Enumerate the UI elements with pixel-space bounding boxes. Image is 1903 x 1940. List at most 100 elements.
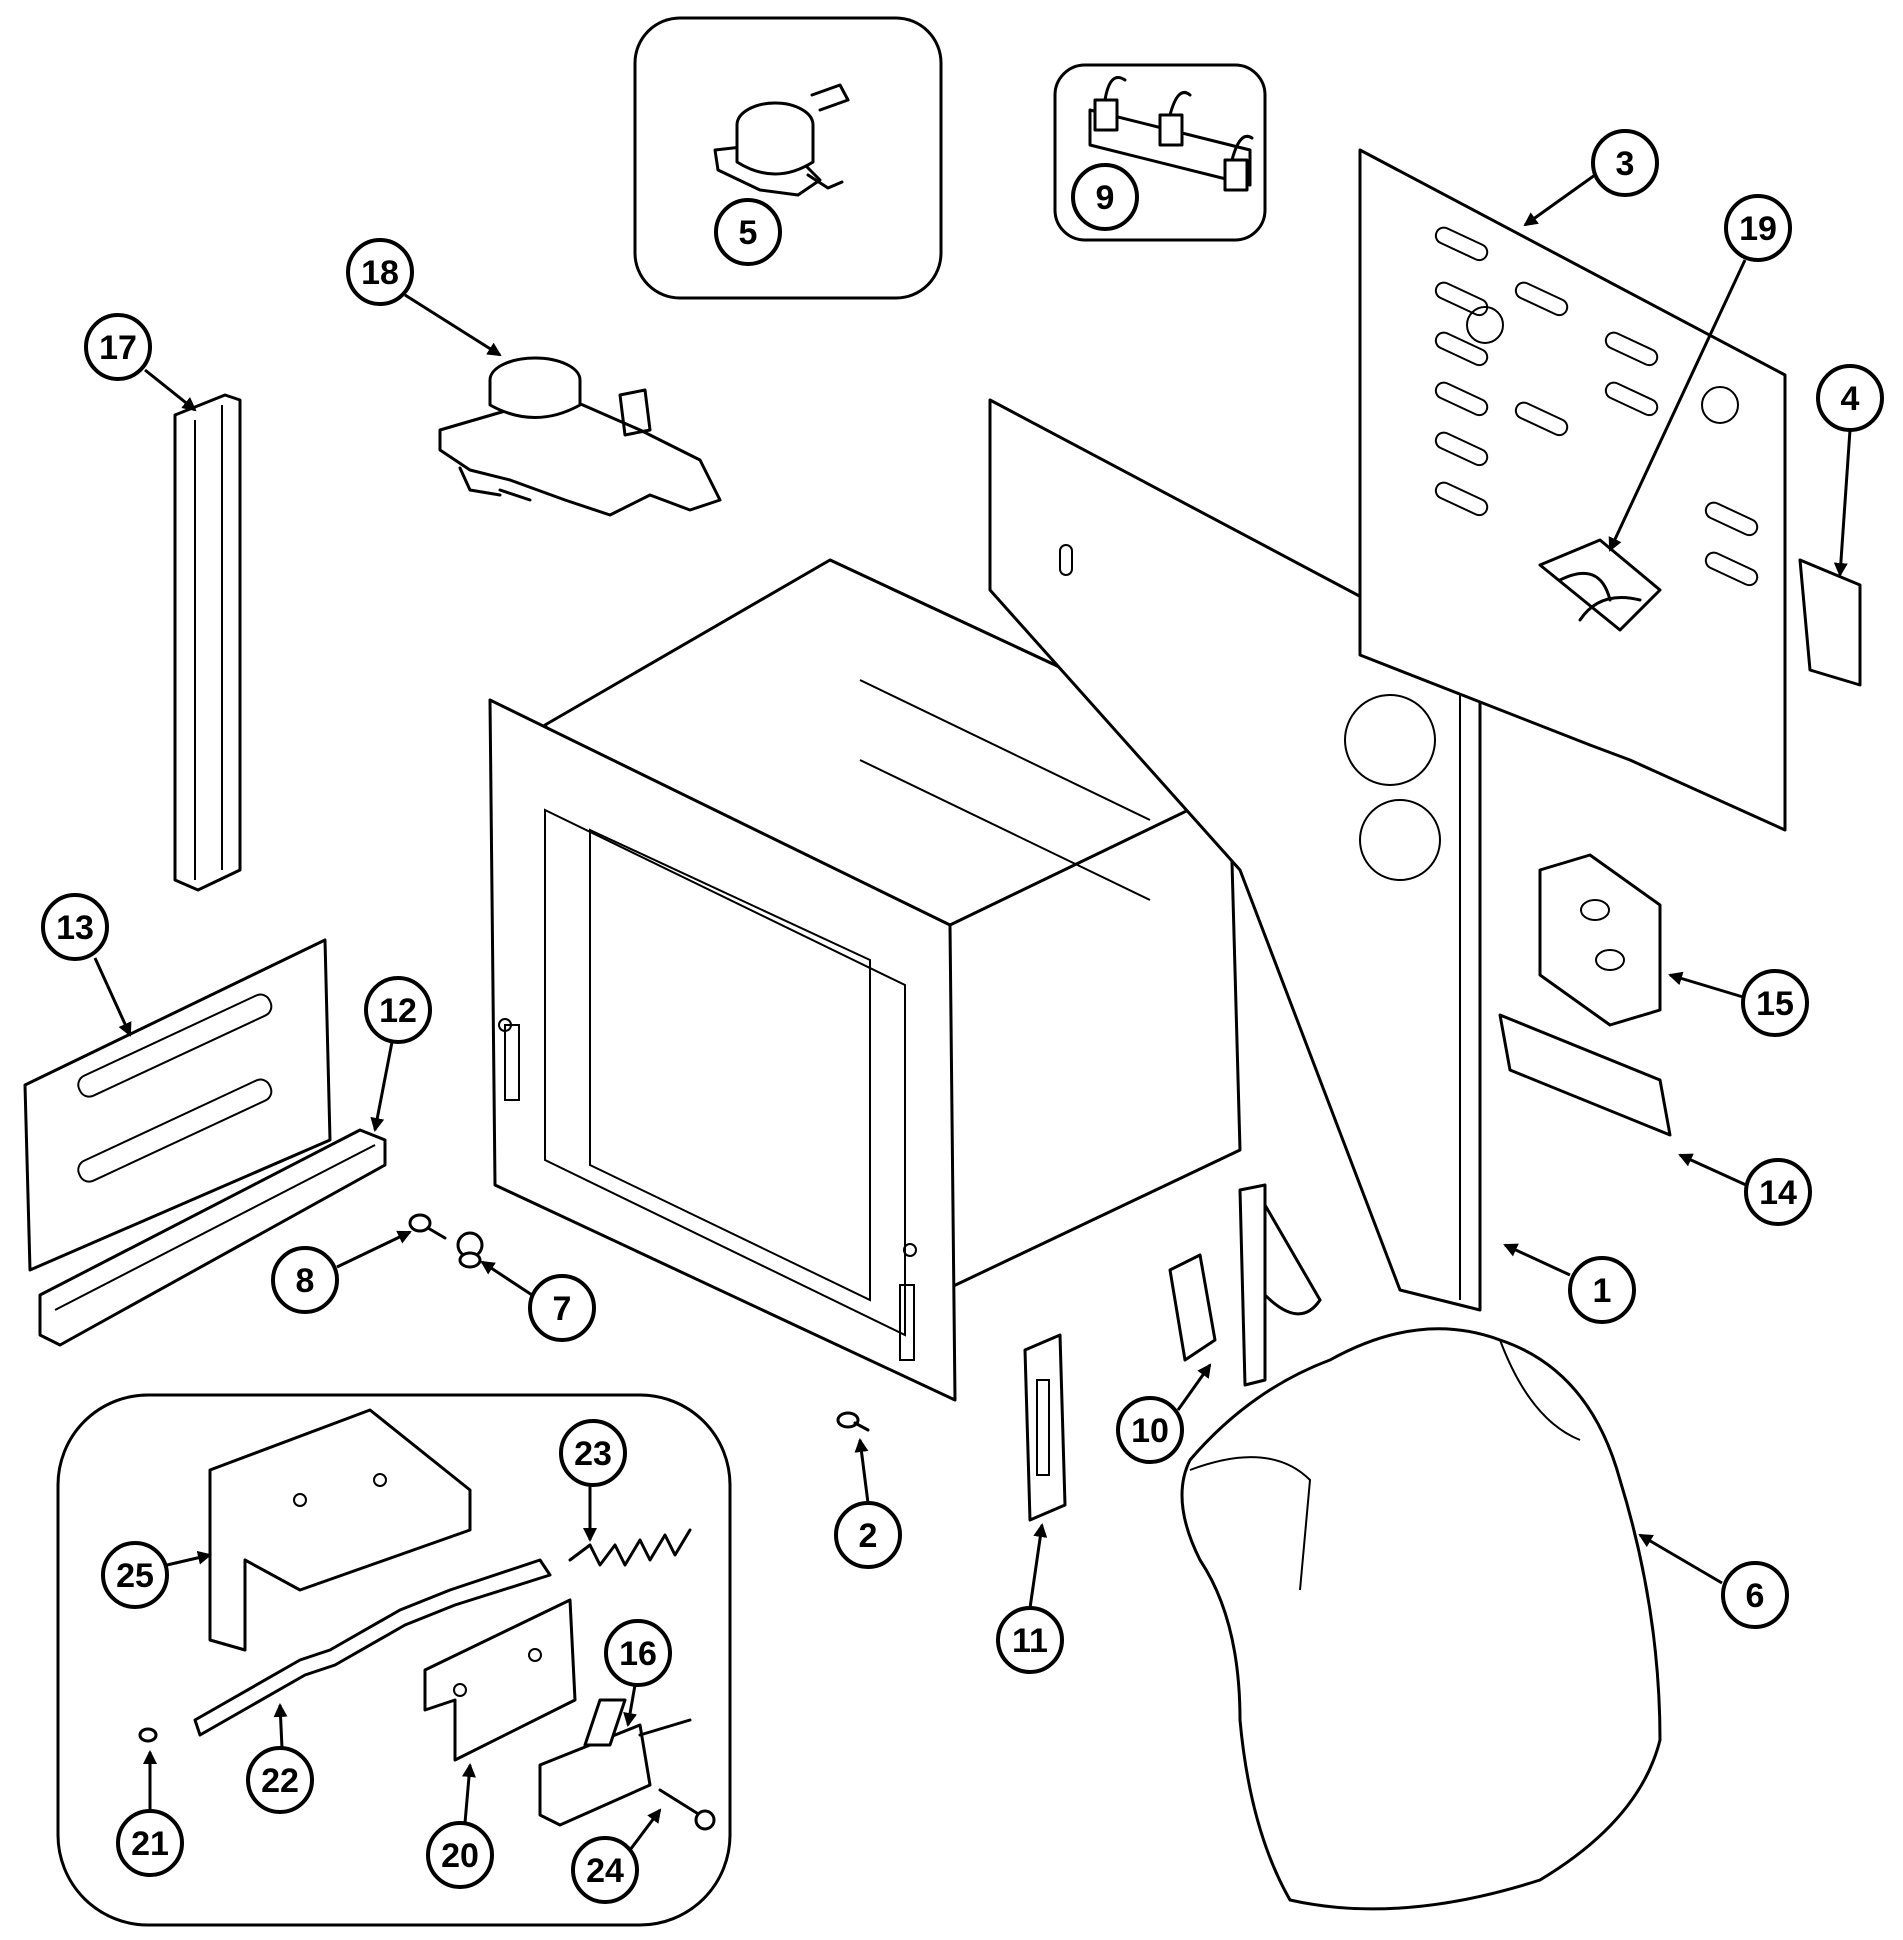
- callout-label-22: 22: [261, 1762, 299, 1800]
- callout-label-11: 11: [1012, 1622, 1048, 1660]
- callout-9: 9: [1071, 163, 1139, 231]
- leader-line-2: [854, 1438, 870, 1504]
- leader-line-14: [1678, 1153, 1747, 1187]
- callout-14: 14: [1744, 1158, 1812, 1226]
- leader-line-24: [628, 1808, 662, 1851]
- leader-line-13: [93, 957, 132, 1037]
- callout-label-5: 5: [739, 214, 758, 252]
- callout-circle-15: [1741, 969, 1809, 1037]
- callout-circle-14: [1744, 1158, 1812, 1226]
- callout-label-25: 25: [116, 1557, 154, 1595]
- callout-circle-5: [714, 198, 782, 266]
- leader-line-18: [404, 293, 502, 357]
- callout-circle-6: [1721, 1561, 1789, 1629]
- callout-label-13: 13: [56, 909, 94, 947]
- leader-line-10: [1176, 1363, 1212, 1411]
- callout-label-2: 2: [859, 1517, 878, 1555]
- leader-line-4: [1833, 429, 1852, 577]
- callout-label-15: 15: [1756, 985, 1794, 1023]
- inset-box-part-9: [1053, 63, 1267, 242]
- part-5-thermostat: [713, 83, 850, 197]
- callout-13: 13: [41, 893, 109, 961]
- callout-11: 11: [996, 1606, 1064, 1674]
- callout-label-4: 4: [1841, 380, 1860, 418]
- part-10-latch-hook: [1168, 1183, 1322, 1387]
- callout-circle-11: [996, 1606, 1064, 1674]
- callout-label-23: 23: [574, 1435, 612, 1473]
- part-19-convection-fan: [1538, 538, 1662, 632]
- callout-22: 22: [246, 1746, 314, 1814]
- callout-label-12: 12: [379, 992, 417, 1030]
- callout-circle-17: [84, 313, 152, 381]
- part-22-latch-rod: [193, 1558, 552, 1737]
- callout-circle-10: [1116, 1396, 1184, 1464]
- callout-2: 2: [834, 1501, 902, 1569]
- callout-circle-13: [41, 893, 109, 961]
- leader-line-19: [1608, 259, 1747, 552]
- callout-label-16: 16: [619, 1635, 657, 1673]
- callout-circle-21: [116, 1809, 184, 1877]
- callout-circle-9: [1071, 163, 1139, 231]
- part-3-rear-cover: [1358, 148, 1787, 832]
- callout-4: 4: [1816, 364, 1884, 432]
- callout-label-8: 8: [296, 1262, 315, 1300]
- callout-16: 16: [604, 1619, 672, 1687]
- callout-label-10: 10: [1131, 1412, 1169, 1450]
- callout-circle-24: [571, 1836, 639, 1904]
- leader-line-25: [166, 1550, 212, 1567]
- callout-label-19: 19: [1739, 210, 1777, 248]
- leader-line-15: [1668, 971, 1744, 999]
- part-20-plate: [423, 1598, 577, 1762]
- callout-circle-20: [426, 1821, 494, 1889]
- callout-circle-2: [834, 1501, 902, 1569]
- leader-line-12: [370, 1041, 394, 1132]
- part-18-motor-bracket: [438, 356, 722, 517]
- callout-circle-4: [1816, 364, 1884, 432]
- callout-25: 25: [101, 1541, 169, 1609]
- leader-line-17: [144, 368, 197, 412]
- callout-3: 3: [1591, 129, 1659, 197]
- callout-label-17: 17: [99, 329, 137, 367]
- callout-label-21: 21: [131, 1825, 169, 1863]
- leader-line-3: [1523, 173, 1596, 227]
- callout-circle-8: [271, 1246, 339, 1314]
- callout-label-20: 20: [441, 1837, 479, 1875]
- part-17-vertical-rail: [173, 393, 242, 892]
- callout-circle-1: [1568, 1256, 1636, 1324]
- leader-line-6: [1638, 1533, 1723, 1585]
- callout-circle-3: [1591, 129, 1659, 197]
- callout-15: 15: [1741, 969, 1809, 1037]
- callout-12: 12: [364, 976, 432, 1044]
- callout-7: 7: [528, 1274, 596, 1342]
- callout-circle-7: [528, 1274, 596, 1342]
- leader-line-20: [461, 1763, 476, 1824]
- callout-18: 18: [346, 238, 414, 306]
- callout-label-1: 1: [1593, 1272, 1612, 1310]
- leader-line-16: [623, 1684, 637, 1727]
- part-23-spring: [568, 1528, 692, 1567]
- leader-line-7: [480, 1260, 533, 1297]
- part-4-cover-plate: [1798, 558, 1862, 687]
- part-15-angle-bracket: [1538, 853, 1662, 1027]
- callout-bubbles: 1234567891011121314151617181920212223242…: [41, 129, 1884, 1904]
- callout-19: 19: [1724, 194, 1792, 262]
- oven-cavity: [488, 558, 1242, 1402]
- callout-circle-22: [246, 1746, 314, 1814]
- callout-20: 20: [426, 1821, 494, 1889]
- part-12-bottom-rail: [38, 1128, 387, 1347]
- leader-line-11: [1028, 1523, 1048, 1609]
- callout-label-6: 6: [1746, 1577, 1765, 1615]
- callout-8: 8: [271, 1246, 339, 1314]
- inset-box-latch-assembly: [56, 1393, 732, 1927]
- part-11-slide: [1023, 1333, 1067, 1522]
- callout-circle-12: [364, 976, 432, 1044]
- part-14-side-rail: [1498, 1013, 1672, 1137]
- callout-6: 6: [1721, 1561, 1789, 1629]
- callout-circle-23: [559, 1419, 627, 1487]
- callout-17: 17: [84, 313, 152, 381]
- callout-21: 21: [116, 1809, 184, 1877]
- callout-label-9: 9: [1096, 179, 1115, 217]
- callout-circle-18: [346, 238, 414, 306]
- part-25-latch-bracket: [208, 1408, 472, 1652]
